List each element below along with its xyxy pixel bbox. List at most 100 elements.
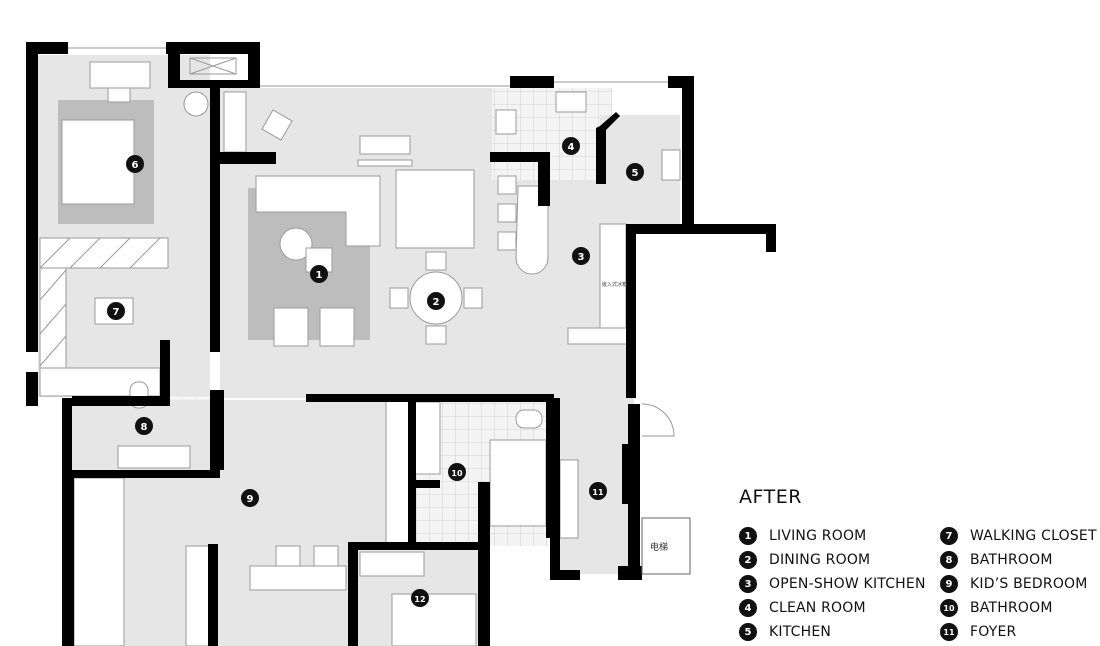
- wall-master-east: [210, 88, 220, 352]
- master-bed: [61, 119, 135, 205]
- tv-unit: [357, 159, 413, 167]
- room-badge-6[interactable]: 6: [126, 155, 144, 173]
- wall-living-south-a: [210, 390, 224, 470]
- wall-corridor-v: [408, 398, 416, 546]
- legend-badge: 4: [739, 599, 757, 617]
- vanity-10: [413, 401, 441, 475]
- wall-kitchen-east: [682, 76, 694, 226]
- walls: [26, 42, 776, 646]
- legend-label: DINING ROOM: [769, 552, 871, 568]
- closet-shelf-left-lines: [39, 269, 67, 367]
- wall-foyer-door-jamb: [622, 444, 632, 504]
- sofa: [255, 175, 381, 247]
- svg-text:11: 11: [592, 488, 604, 497]
- room-badge-11[interactable]: 11: [589, 482, 607, 500]
- bar-stool-3: [497, 231, 517, 251]
- dining-chair-n: [425, 251, 447, 271]
- shower-10: [489, 439, 547, 527]
- legend-label: FOYER: [970, 624, 1017, 640]
- toilet-10: [515, 409, 543, 429]
- room-badge-4[interactable]: 4: [562, 137, 580, 155]
- room-badge-9[interactable]: 9: [241, 489, 259, 507]
- svg-text:1: 1: [316, 270, 323, 281]
- svg-text:12: 12: [414, 595, 425, 604]
- stove: [661, 149, 681, 181]
- legend-label: KID’S BEDROOM: [970, 576, 1088, 592]
- legend-column-right: 7 WALKING CLOSET 8 BATHROOM 9 KID’S BEDR…: [940, 524, 1097, 644]
- wall-east-jog: [626, 224, 776, 234]
- wall-clean-divider: [490, 152, 550, 162]
- wall-kids-south-inner: [208, 544, 218, 646]
- wall-kitchen-angled: [596, 112, 620, 184]
- legend-badge: 2: [739, 551, 757, 569]
- room-badge-3[interactable]: 3: [572, 247, 590, 265]
- room-12-desk: [359, 551, 425, 577]
- legend-badge: 8: [940, 551, 958, 569]
- legend-badge: 3: [739, 575, 757, 593]
- legend-label: LIVING ROOM: [769, 528, 867, 544]
- room-badge-1[interactable]: 1: [310, 265, 328, 283]
- wall-bath10-south: [478, 482, 490, 646]
- legend-item: 4 CLEAN ROOM: [739, 596, 926, 620]
- legend-label: KITCHEN: [769, 624, 832, 640]
- room-badge-7[interactable]: 7: [107, 302, 125, 320]
- svg-text:9: 9: [247, 494, 254, 505]
- fridge-cabinet: [599, 223, 627, 333]
- elevator-box: [641, 517, 691, 575]
- room-badge-12[interactable]: 12: [411, 589, 429, 607]
- wall-bath8-top: [72, 396, 170, 406]
- legend-item: 2 DINING ROOM: [739, 548, 926, 572]
- armchair-left: [273, 307, 309, 347]
- wall-stair-bottom: [168, 80, 260, 88]
- legend-badge: 7: [940, 527, 958, 545]
- foyer-cabinet: [559, 459, 579, 539]
- wall-kids-west: [62, 478, 74, 646]
- legend-title: AFTER: [739, 486, 802, 508]
- wall-bath10-mid: [414, 480, 440, 488]
- closet-shelf-top-lines: [39, 237, 161, 269]
- wall-room12-north: [348, 542, 488, 550]
- legend-item: 8 BATHROOM: [940, 548, 1097, 572]
- window-lines: [68, 47, 691, 575]
- furniture: [39, 61, 681, 646]
- vanity-8: [117, 445, 191, 469]
- room-badge-10[interactable]: 10: [448, 463, 466, 481]
- legend-label: BATHROOM: [970, 552, 1053, 568]
- wall-clean-divider-v: [538, 152, 550, 206]
- wall-bath8-south: [62, 470, 220, 478]
- room-badge-5[interactable]: 5: [626, 163, 644, 181]
- legend-badge: 1: [739, 527, 757, 545]
- legend-label: OPEN-SHOW KITCHEN: [769, 576, 926, 592]
- counter-bottom: [567, 327, 629, 345]
- corridor-cabinet: [385, 399, 411, 547]
- legend-badge: 9: [940, 575, 958, 593]
- sink-clean: [555, 91, 587, 113]
- room-badge-8[interactable]: 8: [135, 417, 153, 435]
- balcony-bench: [359, 135, 411, 155]
- bar-stool-2: [497, 203, 517, 223]
- kitchen-island: [515, 185, 549, 275]
- closet-shelf-top: [39, 237, 169, 269]
- svg-text:2: 2: [433, 297, 440, 308]
- legend: AFTER 1 LIVING ROOM 2 DINING ROOM 3 OPEN…: [739, 486, 1100, 646]
- dining-chair-e: [463, 287, 483, 309]
- legend-item: 5 KITCHEN: [739, 620, 926, 644]
- svg-text:5: 5: [632, 168, 639, 179]
- legend-item: 10 BATHROOM: [940, 596, 1097, 620]
- legend-item: 11 FOYER: [940, 620, 1097, 644]
- wall-west-lower: [26, 372, 38, 406]
- wall-stair-right: [248, 42, 260, 88]
- coffee-table-round: [279, 227, 313, 261]
- dining-chair-w: [389, 287, 409, 309]
- svg-text:6: 6: [132, 160, 139, 171]
- room-badge-2[interactable]: 2: [427, 292, 445, 310]
- foyer-door-arc: [641, 403, 675, 437]
- balcony-cabinet: [223, 91, 247, 153]
- legend-label: WALKING CLOSET: [970, 528, 1097, 544]
- svg-text:3: 3: [578, 252, 585, 263]
- wall-master-north-right: [166, 42, 260, 54]
- room-12-bed: [391, 593, 477, 646]
- balcony-floor: [220, 88, 492, 158]
- wall-closet-bath-v: [160, 340, 170, 396]
